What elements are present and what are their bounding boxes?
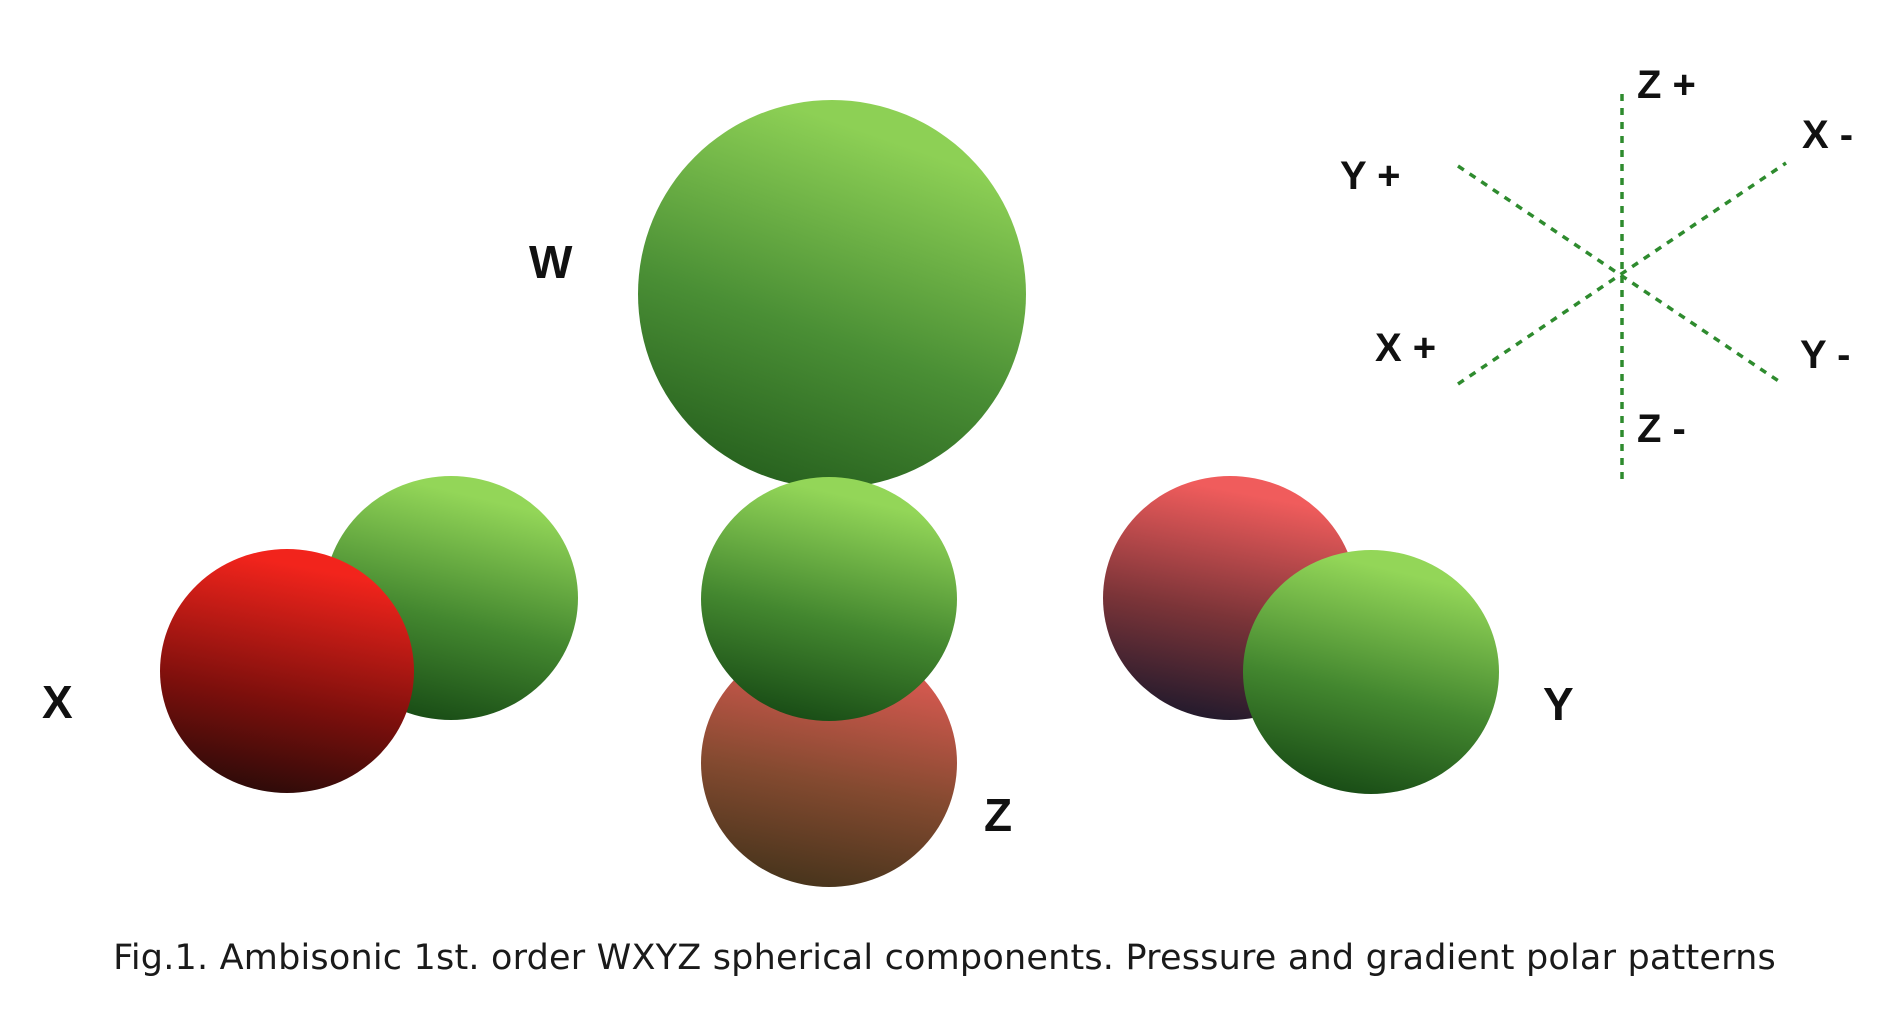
z-plus-label: Z +: [1637, 63, 1696, 107]
y-label: Y: [1543, 678, 1574, 730]
w-component: W: [529, 100, 1026, 488]
z-minus-label: Z -: [1637, 407, 1686, 451]
x-component: X: [42, 476, 578, 793]
z-positive-lobe: [701, 477, 957, 721]
y-minus-label: Y -: [1800, 333, 1850, 377]
y-plus-label: Y +: [1340, 154, 1400, 198]
z-component: Z: [701, 477, 1012, 887]
x-plus-label: X +: [1375, 326, 1436, 370]
x-minus-label: X -: [1802, 113, 1853, 157]
w-label: W: [529, 236, 573, 288]
y-axis-line: [1457, 164, 1784, 386]
z-label: Z: [984, 789, 1012, 841]
y-component: Y: [1103, 476, 1574, 794]
y-positive-lobe: [1243, 550, 1499, 794]
x-negative-lobe: [160, 549, 414, 793]
w-omni-sphere: [638, 100, 1026, 488]
x-label: X: [42, 676, 73, 728]
axis-reference: Z + Z - X - X + Y + Y -: [1340, 63, 1853, 485]
x-axis-line: [1457, 161, 1787, 386]
figure-caption: Fig.1. Ambisonic 1st. order WXYZ spheric…: [113, 938, 1776, 978]
